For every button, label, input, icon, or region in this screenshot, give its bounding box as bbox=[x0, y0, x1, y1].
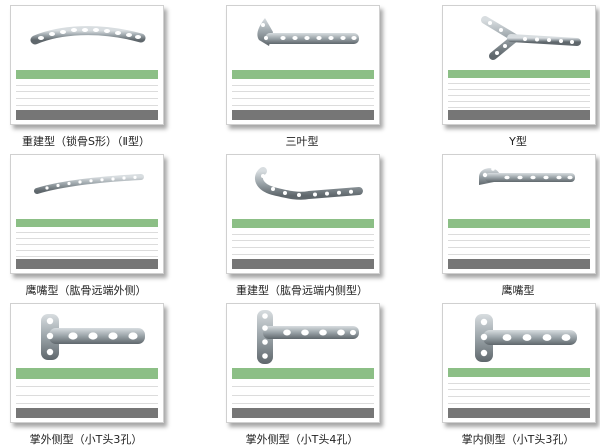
product-caption[interactable]: 鹰嘴型 bbox=[501, 284, 535, 297]
olecranon-hook-plate-image[interactable] bbox=[445, 157, 593, 217]
cloverleaf-plate-image[interactable] bbox=[229, 8, 377, 68]
catalog-sheet bbox=[226, 154, 380, 274]
product-card-7: 掌外侧型（小T头4孔） bbox=[216, 298, 416, 447]
product-card-2: Y型 bbox=[432, 0, 600, 149]
product-card-3: 鹰嘴型（肱骨远端外侧） bbox=[0, 149, 200, 298]
olecranon-plate-image[interactable] bbox=[13, 157, 161, 217]
product-caption[interactable]: Y型 bbox=[509, 135, 527, 148]
t-plate-4-hole-image[interactable] bbox=[229, 306, 377, 366]
footer-bar bbox=[232, 110, 374, 120]
product-caption[interactable]: 重建型（肱骨远端内侧型） bbox=[236, 284, 368, 297]
footer-bar bbox=[232, 408, 374, 418]
spec-table bbox=[448, 219, 590, 255]
catalog-sheet bbox=[226, 5, 380, 125]
product-caption[interactable]: 鹰嘴型（肱骨远端外侧） bbox=[25, 284, 147, 297]
footer-bar bbox=[16, 259, 158, 269]
spec-table bbox=[448, 368, 590, 404]
catalog-sheet bbox=[442, 303, 596, 423]
catalog-sheet bbox=[10, 303, 164, 423]
footer-bar bbox=[232, 259, 374, 269]
curved-reconstruction-plate-image[interactable] bbox=[13, 8, 161, 68]
product-card-5: 鹰嘴型 bbox=[432, 149, 600, 298]
product-caption[interactable]: 掌内侧型（小T头3孔） bbox=[461, 433, 575, 446]
product-caption[interactable]: 重建型（锁骨S形）（Ⅱ型） bbox=[22, 135, 150, 148]
catalog-sheet bbox=[10, 5, 164, 125]
catalog-sheet bbox=[442, 154, 596, 274]
product-caption[interactable]: 掌外侧型（小T头3孔） bbox=[29, 433, 143, 446]
footer-bar bbox=[448, 110, 590, 120]
footer-bar bbox=[448, 259, 590, 269]
spec-table bbox=[232, 368, 374, 405]
product-caption[interactable]: 三叶型 bbox=[285, 135, 319, 148]
product-card-6: 掌外侧型（小T头3孔） bbox=[0, 298, 200, 447]
t-plate-3-hole-image[interactable] bbox=[13, 306, 161, 366]
product-card-4: 重建型（肱骨远端内侧型） bbox=[216, 149, 416, 298]
spec-table bbox=[232, 219, 374, 255]
footer-bar bbox=[16, 408, 158, 418]
footer-bar bbox=[16, 110, 158, 120]
spec-table bbox=[16, 219, 158, 263]
product-card-8: 掌内侧型（小T头3孔） bbox=[432, 298, 600, 447]
spec-table bbox=[16, 368, 158, 405]
product-caption[interactable]: 掌外侧型（小T头4孔） bbox=[245, 433, 359, 446]
t-plate-3-hole-medial-image[interactable] bbox=[445, 306, 593, 366]
catalog-sheet bbox=[442, 5, 596, 125]
spec-table bbox=[448, 70, 590, 108]
product-card-1: 三叶型 bbox=[216, 0, 416, 149]
catalog-sheet bbox=[10, 154, 164, 274]
spec-table bbox=[232, 70, 374, 106]
footer-bar bbox=[448, 408, 590, 418]
y-plate-image[interactable] bbox=[445, 8, 593, 68]
spec-table bbox=[16, 70, 158, 106]
catalog-sheet bbox=[226, 303, 380, 423]
medial-distal-humerus-plate-image[interactable] bbox=[229, 157, 377, 217]
product-card-0: 重建型（锁骨S形）（Ⅱ型） bbox=[0, 0, 200, 149]
